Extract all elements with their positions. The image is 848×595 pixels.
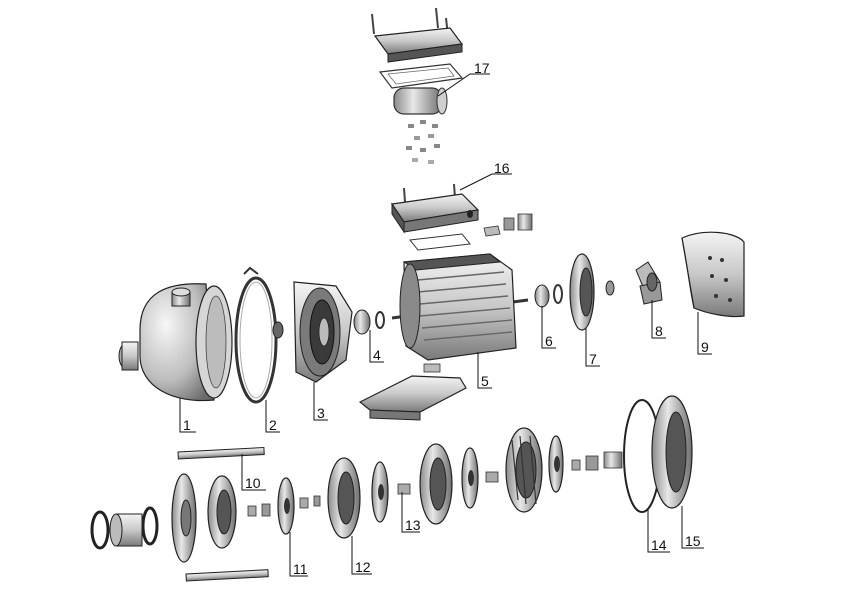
- rear-end-shield: [569, 253, 615, 331]
- stage-diffuser-2: [327, 457, 361, 539]
- stage-diffuser-1: [207, 475, 271, 549]
- motor-bracket: [293, 281, 353, 383]
- terminal-box-cover: [371, 7, 464, 89]
- callout-11: 11: [293, 561, 308, 577]
- callout-1: 1: [183, 417, 191, 433]
- tie-rod-lower: [185, 569, 269, 582]
- callout-5: 5: [481, 373, 489, 389]
- callout-12: 12: [355, 559, 371, 575]
- callout-4: 4: [373, 347, 381, 363]
- impeller-4: [548, 435, 623, 493]
- callout-2: 2: [269, 417, 277, 433]
- callout-3: 3: [317, 405, 325, 421]
- callout-labels: 17 16 1 2 3 4 5 6 7 8 9 10 11 12 13 14 1…: [183, 60, 709, 577]
- callout-14: 14: [651, 537, 667, 553]
- cooling-fan: [635, 261, 663, 305]
- pump-casing: [118, 283, 233, 402]
- inlet-seal-rings: [90, 506, 159, 550]
- callout-17: 17: [474, 60, 490, 76]
- callout-6: 6: [545, 333, 553, 349]
- base-plate: [358, 363, 467, 421]
- leader-lines: [179, 73, 712, 577]
- terminal-hardware: [406, 120, 440, 164]
- stage-diffuser-4: [505, 427, 543, 513]
- callout-8: 8: [655, 323, 663, 339]
- callout-9: 9: [701, 339, 709, 355]
- impeller-3: [461, 447, 499, 509]
- shaft-seal: [272, 321, 284, 339]
- bearing-front: [353, 309, 385, 335]
- callout-10: 10: [245, 475, 261, 491]
- callout-7: 7: [589, 351, 597, 367]
- callout-15: 15: [685, 533, 701, 549]
- o-ring-large: [234, 266, 278, 404]
- suction-cover: [171, 473, 197, 563]
- stage-diffuser-3: [419, 443, 453, 525]
- rear-bearing: [534, 284, 563, 308]
- impeller-2: [371, 461, 411, 523]
- terminal-box: [390, 183, 533, 251]
- callout-16: 16: [494, 160, 510, 176]
- fan-cover: [681, 231, 745, 318]
- impeller-1: [277, 477, 321, 535]
- capacitor: [393, 87, 448, 115]
- outer-sleeve: [651, 395, 693, 509]
- callout-13: 13: [405, 517, 421, 533]
- motor-stator: [391, 253, 529, 361]
- tie-rod-upper: [177, 446, 265, 460]
